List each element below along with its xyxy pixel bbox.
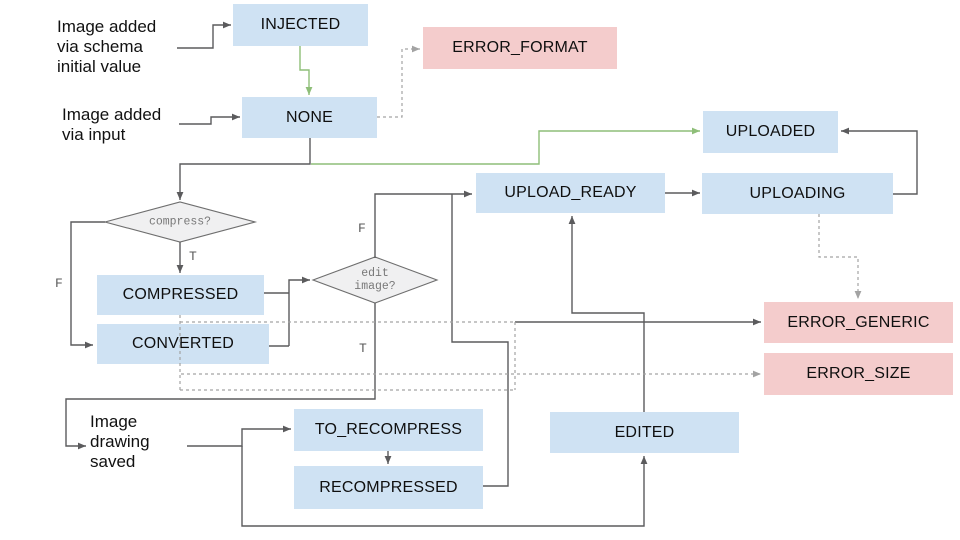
- state-node-converted: CONVERTED: [97, 324, 269, 364]
- arrowhead-uploading-to-error-generic: [854, 291, 862, 299]
- state-node-error-size: ERROR_SIZE: [764, 353, 953, 395]
- annotation-line: initial value: [57, 57, 142, 76]
- arrowhead-none-to-uploaded: [692, 127, 700, 135]
- state-node-uploading: UPLOADING: [702, 173, 893, 214]
- state-label-upload-ready: UPLOAD_READY: [504, 184, 637, 201]
- state-label-compressed: COMPRESSED: [122, 286, 239, 303]
- state-node-upload-ready: UPLOAD_READY: [476, 173, 665, 213]
- branch-label-edit-false: F: [358, 221, 366, 236]
- arrowhead-into-error-size: [753, 370, 761, 378]
- edge-drawing-saved-to-to-recompress: [187, 428, 291, 447]
- edge-edited-to-upload-ready: [571, 216, 645, 412]
- state-label-uploaded: UPLOADED: [725, 123, 816, 140]
- decision-label-line: compress?: [148, 215, 212, 229]
- edge-injected-to-none: [299, 46, 310, 95]
- decision-label-line: image?: [354, 280, 396, 293]
- edge-none-to-compress: [179, 138, 311, 200]
- branch-label-edit-true: T: [359, 341, 367, 356]
- state-node-error-format: ERROR_FORMAT: [423, 27, 617, 69]
- state-node-none: NONE: [242, 97, 377, 138]
- state-label-error-size: ERROR_SIZE: [806, 365, 911, 382]
- edge-uploading-to-error-generic: [818, 214, 859, 299]
- arrowhead-none-to-compress: [176, 192, 184, 200]
- arrowhead-uploading-to-uploaded: [841, 127, 849, 135]
- state-node-error-generic: ERROR_GENERIC: [764, 302, 953, 343]
- state-node-to-recompress: TO_RECOMPRESS: [294, 409, 483, 451]
- annotation-line: drawing: [90, 432, 150, 451]
- annotation-line: Image: [90, 412, 138, 431]
- annotation-line: via input: [62, 125, 126, 144]
- decision-label-line: edit: [361, 267, 389, 280]
- arrowhead-into-error-generic: [753, 318, 761, 326]
- arrowhead-input-label-to-none: [232, 113, 240, 121]
- state-label-recompressed: RECOMPRESSED: [319, 478, 458, 496]
- state-node-compressed: COMPRESSED: [97, 275, 264, 315]
- arrowhead-edit-t-to-drawing-saved: [78, 442, 86, 450]
- state-label-error-generic: ERROR_GENERIC: [787, 313, 930, 331]
- arrowhead-schema-label-to-injected: [223, 21, 231, 29]
- arrowhead-to-recompress-to-recompressed: [384, 456, 392, 464]
- arrowhead-drawing-saved-to-to-recompress: [283, 425, 291, 433]
- branch-label-compress-true: T: [189, 249, 197, 264]
- arrowhead-compress-t-to-compressed: [176, 265, 184, 273]
- decision-label-compress: compress?: [149, 216, 211, 229]
- edge-edit-f-to-upload-ready: [374, 193, 472, 258]
- arrowhead-edited-to-upload-ready: [568, 216, 576, 224]
- arrowhead-drawing-saved-to-edited: [640, 456, 648, 464]
- edge-into-edit-diamond: [288, 279, 310, 346]
- branch-label-compress-false: F: [55, 276, 63, 291]
- state-label-error-format: ERROR_FORMAT: [452, 39, 588, 56]
- arrowhead-injected-to-none: [305, 87, 313, 95]
- edge-schema-label-to-injected: [177, 24, 231, 49]
- annotation-line: Image added: [57, 17, 157, 36]
- state-node-uploaded: UPLOADED: [703, 111, 838, 153]
- state-label-converted: CONVERTED: [132, 335, 234, 352]
- state-label-none: NONE: [285, 108, 334, 126]
- annotation-line: via schema: [57, 37, 143, 56]
- edge-input-label-to-none: [179, 116, 240, 125]
- state-label-uploading: UPLOADING: [749, 184, 846, 202]
- annotation-line: Image added: [62, 105, 162, 124]
- state-node-recompressed: RECOMPRESSED: [294, 466, 483, 509]
- state-label-injected: INJECTED: [260, 16, 341, 33]
- state-node-edited: EDITED: [550, 412, 739, 453]
- arrowhead-into-edit-diamond: [302, 276, 310, 284]
- edge-none-to-error-format: [377, 48, 420, 118]
- state-label-to-recompress: TO_RECOMPRESS: [314, 421, 463, 438]
- annotation-line: saved: [90, 452, 136, 471]
- state-label-edited: EDITED: [614, 423, 675, 441]
- state-node-injected: INJECTED: [233, 4, 368, 46]
- arrowhead-compress-f-to-converted: [85, 341, 93, 349]
- arrowhead-upload-ready-to-uploading: [692, 189, 700, 197]
- arrowhead-edit-f-to-upload-ready: [464, 190, 472, 198]
- arrowhead-none-to-error-format: [412, 45, 420, 53]
